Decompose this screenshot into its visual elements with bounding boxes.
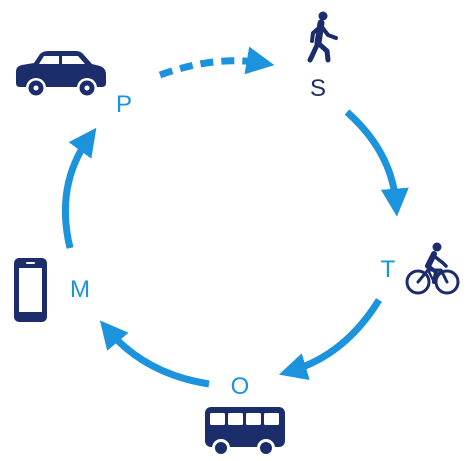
arrow-m-to-p xyxy=(61,127,97,249)
node-letter-p: P xyxy=(116,91,132,118)
smartphone-icon xyxy=(14,258,47,322)
walking-person-icon xyxy=(307,11,338,63)
node-letter-s: S xyxy=(310,75,326,102)
node-letter-m: M xyxy=(70,276,90,303)
arrow-t-to-o xyxy=(278,298,382,381)
node-letter-o: O xyxy=(231,373,250,400)
arrow-o-to-m xyxy=(99,320,210,388)
bus-icon xyxy=(205,407,285,457)
node-letter-t: T xyxy=(381,256,396,283)
car-icon xyxy=(16,51,106,98)
cyclist-icon xyxy=(405,242,460,295)
arrow-s-to-t xyxy=(344,109,409,217)
arrow-p-to-s xyxy=(158,46,275,79)
